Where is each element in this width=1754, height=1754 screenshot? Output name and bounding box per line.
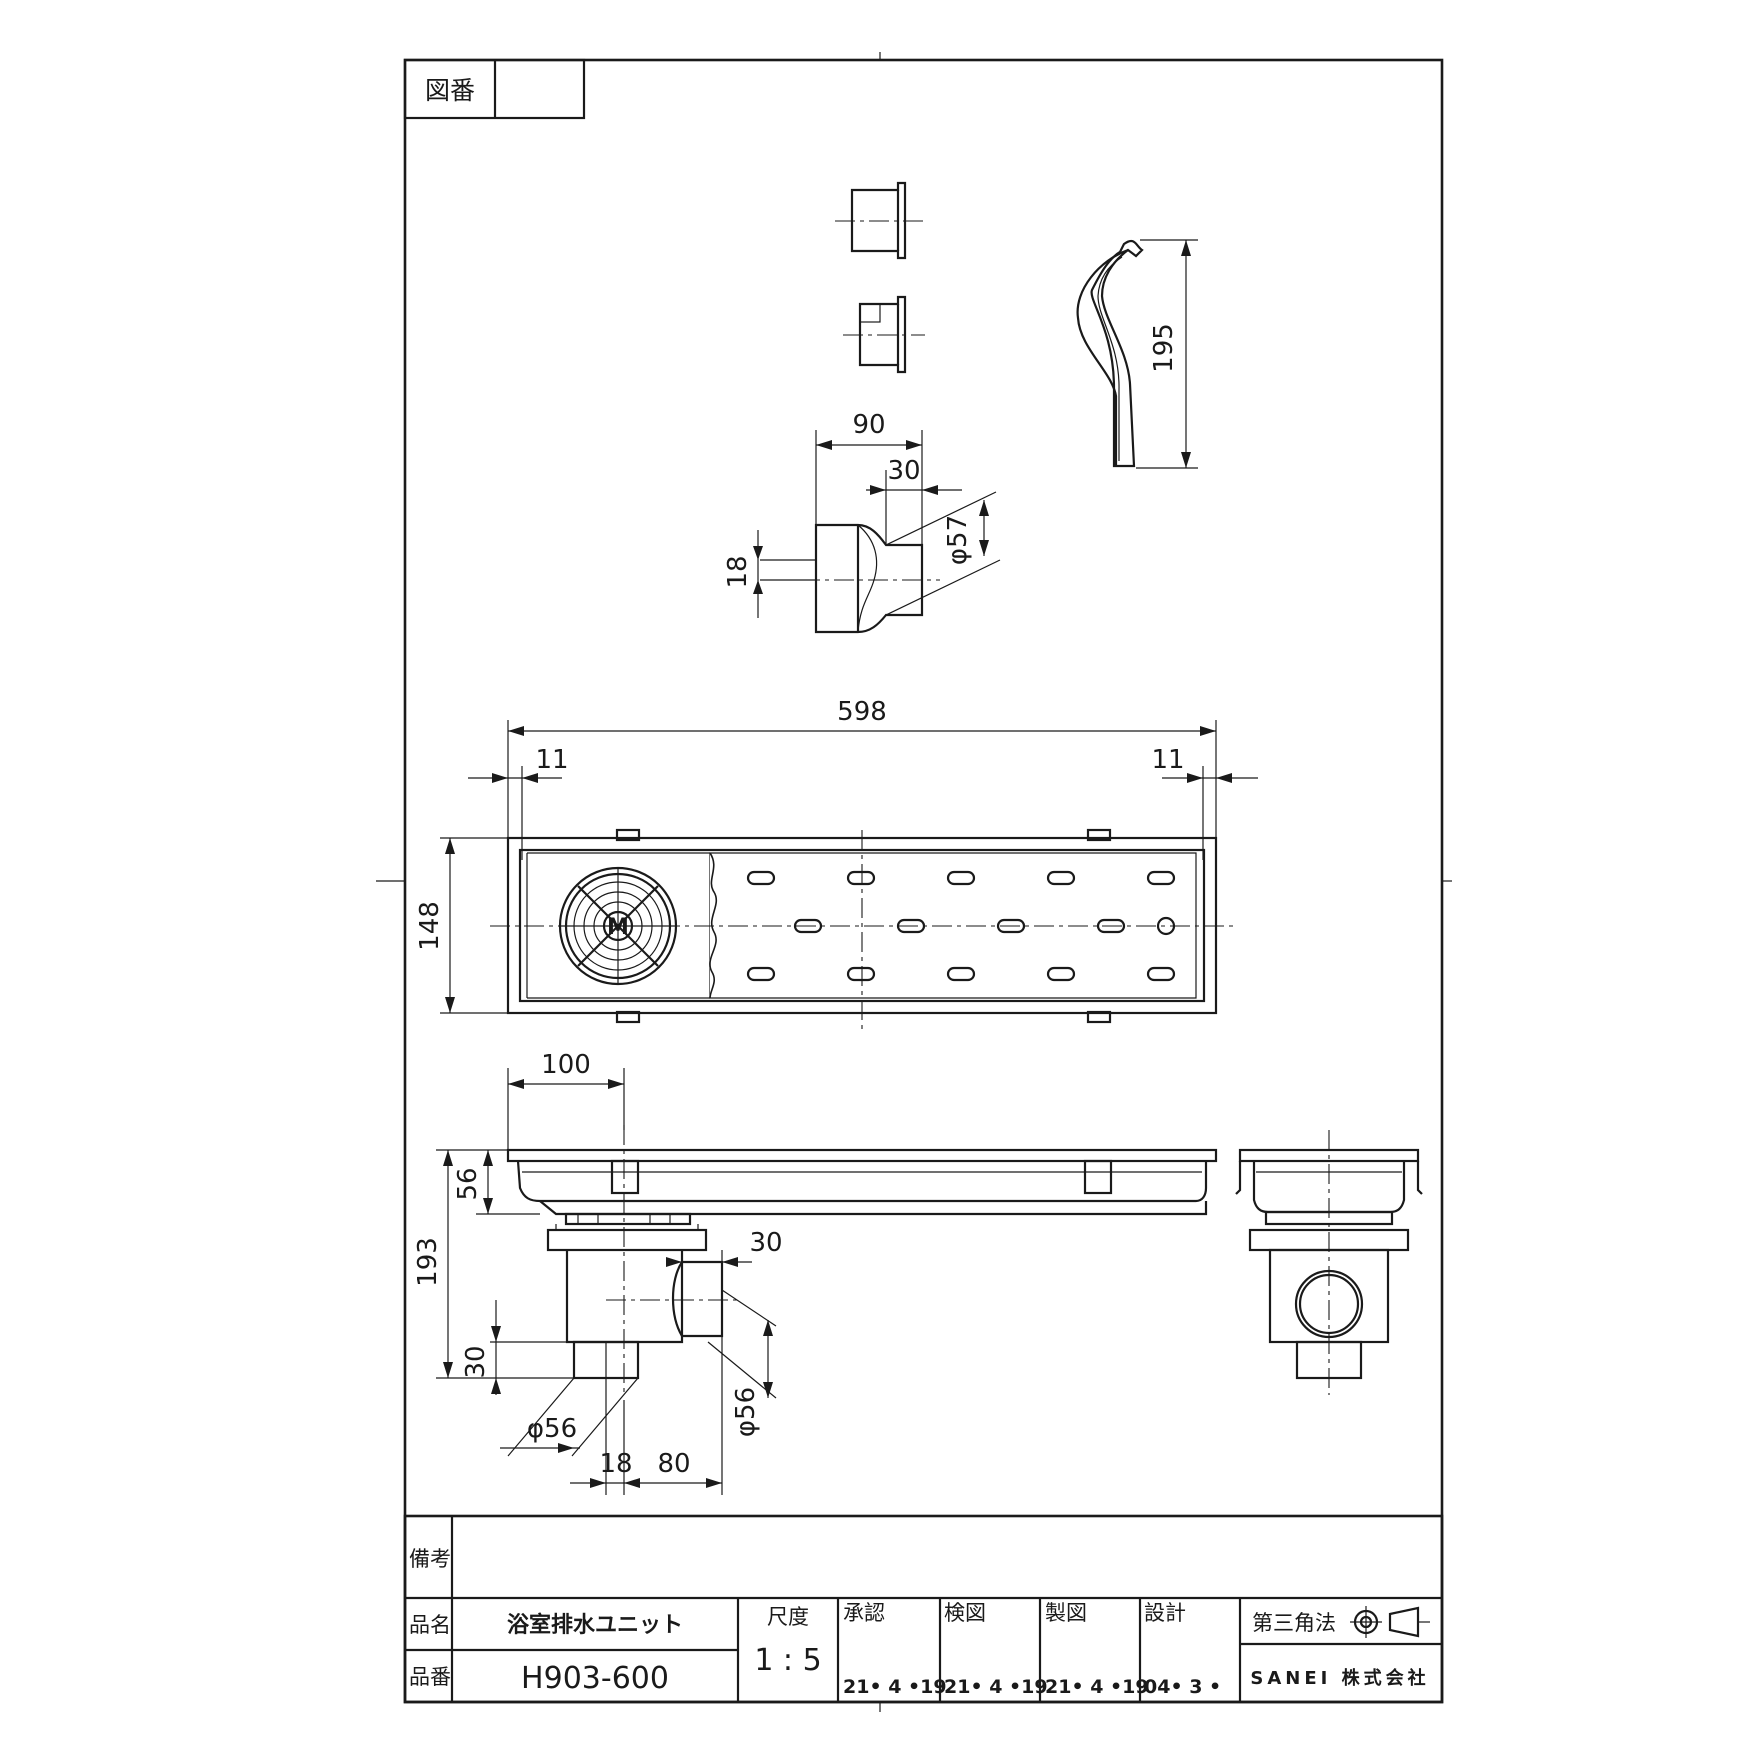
sheet-frame bbox=[376, 52, 1452, 1712]
dim-elbow-height-text: 18 bbox=[723, 555, 753, 588]
front-view-body bbox=[506, 1125, 1218, 1395]
dim-outlet-diameter-text: φ56 bbox=[731, 1387, 761, 1437]
dim-bottom-height-text: 30 bbox=[461, 1345, 491, 1378]
dim-margin-right-text: 11 bbox=[1151, 745, 1184, 775]
dim-handle-height-text: 195 bbox=[1149, 323, 1179, 373]
product-number-label: 品番 bbox=[409, 1665, 451, 1689]
strainer-logo-icon: M bbox=[607, 915, 629, 940]
dim-elbow-length-text: 90 bbox=[852, 410, 885, 440]
approval-date: 21• 4 •19 bbox=[843, 1676, 947, 1698]
dim-elbow-offset-text: 30 bbox=[887, 456, 920, 486]
scale-value: 1 : 5 bbox=[754, 1643, 821, 1678]
title-block: 備考 品名 品番 浴室排水ユニット H903-600 尺度 1 : 5 承認 検… bbox=[403, 1514, 1444, 1704]
dim-margin-left-text: 11 bbox=[535, 745, 568, 775]
cover-slots bbox=[746, 870, 1176, 982]
check-date: 21• 4 •19 bbox=[944, 1676, 1048, 1698]
check-label: 検図 bbox=[944, 1601, 986, 1625]
draft-label: 製図 bbox=[1045, 1601, 1087, 1625]
front-view-dimensions: 100 193 56 30 30 φ56 φ56 bbox=[413, 1050, 783, 1495]
drawing-number-box: 図番 bbox=[403, 58, 586, 120]
product-name: 浴室排水ユニット bbox=[507, 1612, 683, 1638]
dim-elbow-diameter-text: φ57 bbox=[943, 515, 973, 565]
side-view-body bbox=[1235, 1130, 1423, 1395]
dim-drain-offset-text: 100 bbox=[541, 1050, 591, 1080]
company-name: SANEI 株式会社 bbox=[1250, 1667, 1429, 1689]
scale-label: 尺度 bbox=[767, 1605, 809, 1629]
top-view-tray bbox=[490, 828, 1236, 1030]
elbow-fitting bbox=[800, 523, 940, 634]
product-number: H903-600 bbox=[521, 1661, 669, 1696]
dim-handle-height: 195 bbox=[1136, 239, 1198, 469]
dim-outlet-distance-text: 80 bbox=[657, 1449, 690, 1479]
dim-total-height-text: 193 bbox=[413, 1237, 443, 1287]
stopper-cap-front bbox=[835, 181, 925, 260]
product-name-label: 品名 bbox=[409, 1613, 451, 1637]
top-view-overall-dimensions: 598 11 11 148 bbox=[415, 697, 1258, 1014]
third-angle-projection-icon bbox=[1350, 1606, 1430, 1638]
design-label: 設計 bbox=[1144, 1601, 1186, 1625]
dim-bottom-step-text: 18 bbox=[599, 1449, 632, 1479]
design-date: 04• 3 • bbox=[1144, 1676, 1221, 1698]
dim-width-text: 148 bbox=[415, 901, 445, 951]
removal-handle bbox=[1076, 239, 1144, 468]
dim-outlet-offset-text: 30 bbox=[749, 1228, 782, 1258]
drawing-number-label: 図番 bbox=[425, 76, 475, 105]
dim-tray-depth-text: 56 bbox=[453, 1167, 483, 1200]
drain-strainer: M bbox=[558, 866, 678, 986]
approval-label: 承認 bbox=[843, 1601, 885, 1625]
stopper-cap-side bbox=[843, 295, 925, 374]
remarks-label: 備考 bbox=[409, 1547, 451, 1571]
dim-bottom-diameter-text: φ56 bbox=[527, 1414, 577, 1444]
dim-elbow: 90 30 φ57 18 bbox=[723, 410, 1001, 618]
projection-label: 第三角法 bbox=[1252, 1611, 1336, 1635]
dim-total-length-text: 598 bbox=[837, 697, 887, 727]
draft-date: 21• 4 •19 bbox=[1045, 1676, 1149, 1698]
